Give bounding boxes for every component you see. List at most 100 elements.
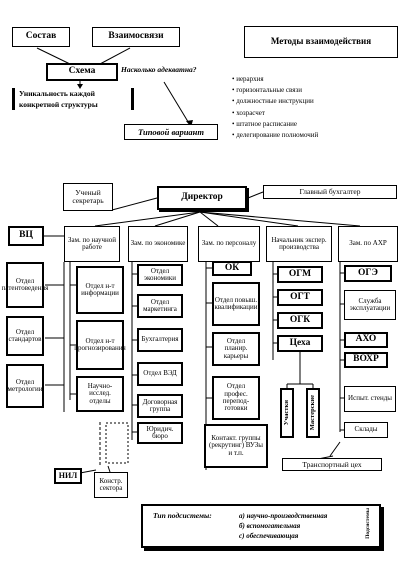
econ-dept-box: Отдел маркетинга xyxy=(137,294,183,318)
ahr-dept-label: Испыт. стенды xyxy=(348,394,392,403)
zam-econ-box: Зам. по экономике xyxy=(128,226,188,262)
skhema-box: Схема xyxy=(46,63,118,81)
personnel-dept-label: Контакт. группы (рекрутинг) ВУЗы и т.п. xyxy=(209,433,263,457)
econ-dept-box: Отдел экономики xyxy=(137,264,183,286)
production-dept-label: Цеха xyxy=(289,337,311,348)
econ-dept-label: Отдел экономики xyxy=(144,266,176,282)
uniqueness-note: Уникальность каждой конкретной структуры xyxy=(12,88,134,110)
adequacy-question: Насколько адекватна? xyxy=(121,65,197,74)
production-sub-box: Мастерские xyxy=(306,388,320,438)
director-box: Директор xyxy=(157,186,247,210)
personnel-dept-label: Отдел планир. карьеры xyxy=(223,336,249,360)
konstr-label: Констр. сектора xyxy=(99,476,123,492)
legend-box: Тип подсистемы: а) научно-производственн… xyxy=(141,504,381,548)
production-dept-label: ОГТ xyxy=(290,291,310,302)
left-dept-box: Отдел метрологии xyxy=(6,364,44,408)
chief-production-label: Начальник экспер. производства xyxy=(271,235,327,251)
personnel-dept-label: Отдел повыш. квалификации xyxy=(214,295,258,311)
production-sub-box: Участки xyxy=(280,388,294,438)
personnel-dept-box: Отдел профес. перепод-готовки xyxy=(212,376,260,420)
ahr-dept-box: ВОХР xyxy=(344,352,388,368)
left-dept-label: Отдел патентоведения xyxy=(1,276,49,292)
science-dept-box: Отдел н-т прогнозирования xyxy=(74,320,126,370)
chief-accountant-box: Главный бухгалтер xyxy=(263,185,397,199)
production-dept-label: ОГК xyxy=(289,314,311,325)
personnel-dept-box: Контакт. группы (рекрутинг) ВУЗы и т.п. xyxy=(204,424,268,468)
econ-dept-label: Бухгалтерия xyxy=(141,335,179,344)
econ-dept-label: Юридич. бюро xyxy=(146,424,174,440)
production-dept-box: ОГТ xyxy=(277,289,323,306)
methods-title: Методы взаимодействия xyxy=(270,36,372,47)
legend-side-text: Подсистемы xyxy=(365,508,371,539)
vzaimosvyazi-label: Взаимосвязи xyxy=(108,31,164,42)
science-dept-box: Отдел н-т информации xyxy=(76,266,124,314)
legend-item: а) научно-производственная xyxy=(239,512,328,520)
econ-dept-box: Отдел ВЭД xyxy=(137,362,183,386)
method-item: хозрасчет xyxy=(232,108,318,119)
vc-label: ВЦ xyxy=(19,230,33,241)
methods-title-box: Методы взаимодействия xyxy=(244,26,398,58)
personnel-dept-label: Отдел профес. перепод-готовки xyxy=(222,382,250,413)
left-dept-box: Отдел стандартов xyxy=(6,316,44,356)
zam-personnel-label: Зам. по персоналу xyxy=(201,239,257,248)
left-dept-label: Отдел стандартов xyxy=(8,327,42,343)
sci-secretary-label: Ученый секретарь xyxy=(72,188,104,205)
ahr-dept-box: Служба эксплуатации xyxy=(344,290,396,320)
personnel-dept-box: Отдел планир. карьеры xyxy=(212,332,260,366)
econ-dept-label: Договорная группа xyxy=(142,397,178,413)
personnel-dept-box: ОК xyxy=(212,261,252,276)
legend-item: б) вспомогательная xyxy=(239,522,301,530)
typical-variant-label: Типовой вариант xyxy=(137,126,205,137)
econ-dept-box: Договорная группа xyxy=(137,394,183,418)
ahr-dept-box: ОГЭ xyxy=(344,265,392,282)
method-item: должностные инструкции xyxy=(232,96,318,107)
sci-secretary-box: Ученый секретарь xyxy=(63,183,113,211)
nil-box: НИЛ xyxy=(54,468,82,484)
zam-science-box: Зам. по научной работе xyxy=(64,226,120,262)
econ-dept-box: Юридич. бюро xyxy=(137,422,183,444)
transport-box: Транспортный цех xyxy=(282,458,382,471)
econ-dept-label: Отдел ВЭД xyxy=(143,369,177,378)
method-item: горизонтальные связи xyxy=(232,85,318,96)
left-dept-box: Отдел патентоведения xyxy=(2,262,48,308)
skhema-label: Схема xyxy=(68,66,96,77)
chief-production-box: Начальник экспер. производства xyxy=(266,226,332,262)
legend-item: с) обеспечивающая xyxy=(239,532,299,540)
vzaimosvyazi-box: Взаимосвязи xyxy=(92,27,180,47)
method-item: делегирование полномочий xyxy=(232,130,318,141)
typical-variant-box: Типовой вариант xyxy=(124,124,218,140)
personnel-dept-box: Отдел повыш. квалификации xyxy=(212,282,260,326)
director-label: Директор xyxy=(181,192,223,203)
ahr-dept-label: Служба эксплуатации xyxy=(349,296,391,312)
production-dept-label: ОГМ xyxy=(288,268,312,279)
production-sub-label: Мастерские xyxy=(308,395,316,431)
ahr-dept-label: АХО xyxy=(355,334,377,345)
science-dept-label: Научно-исслед. отделы xyxy=(87,381,113,405)
legend-title: Тип подсистемы: xyxy=(153,511,212,520)
science-dept-label: Отдел н-т прогнозирования xyxy=(74,336,126,352)
ahr-dept-box: Склады xyxy=(344,422,388,438)
left-dept-label: Отдел метрологии xyxy=(7,377,43,393)
science-dept-box: Научно-исслед. отделы xyxy=(76,376,124,412)
legend-side-label: Подсистемы xyxy=(365,508,371,546)
nil-label: НИЛ xyxy=(58,470,78,480)
personnel-dept-label: ОК xyxy=(224,262,240,273)
science-dept-label: Отдел н-т информации xyxy=(81,281,119,297)
ahr-dept-box: Испыт. стенды xyxy=(344,386,396,412)
chief-accountant-label: Главный бухгалтер xyxy=(299,187,361,197)
zam-ahr-label: Зам. по АХР xyxy=(349,239,387,248)
zam-personnel-box: Зам. по персоналу xyxy=(198,226,260,262)
production-dept-box: Цеха xyxy=(277,335,323,352)
methods-list: иерархия горизонтальные связи должностны… xyxy=(232,74,318,141)
method-item: иерархия xyxy=(232,74,318,85)
zam-science-label: Зам. по научной работе xyxy=(67,235,117,251)
production-sub-label: Участки xyxy=(282,400,290,426)
zam-ahr-box: Зам. по АХР xyxy=(338,226,398,262)
vc-box: ВЦ xyxy=(8,226,44,246)
ahr-dept-label: ВОХР xyxy=(353,354,379,365)
ahr-dept-box: АХО xyxy=(344,332,388,348)
sostav-label: Состав xyxy=(25,31,57,42)
production-dept-box: ОГМ xyxy=(277,266,323,283)
sostav-box: Состав xyxy=(12,27,70,47)
